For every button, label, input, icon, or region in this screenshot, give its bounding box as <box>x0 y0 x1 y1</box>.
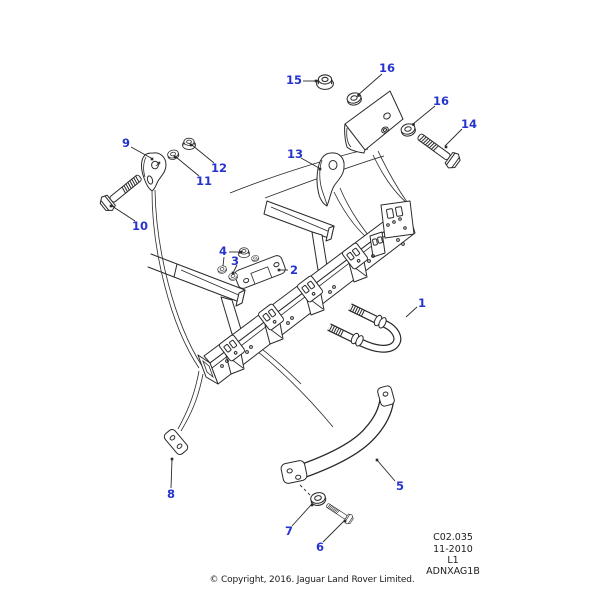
callout-15[interactable]: 15 <box>286 73 302 87</box>
upper-frame-lines <box>229 148 385 199</box>
part2-bracket-plate <box>234 255 286 289</box>
part4-flange-nut <box>237 247 260 263</box>
part12-flange-nut <box>182 137 196 150</box>
part13-bracket <box>316 152 345 207</box>
cable-lines <box>151 189 204 432</box>
part9-bracket <box>141 152 167 192</box>
drawing-date: 11-2010 <box>433 544 473 555</box>
part6-bolt <box>323 500 355 526</box>
callouts: 1 2 3 4 5 6 7 8 9 10 11 12 13 14 15 16 1… <box>122 61 477 554</box>
block-spacer <box>344 90 404 154</box>
drawing-code: C02.035 <box>433 532 473 543</box>
leader-lines <box>109 73 463 543</box>
rail-tab <box>218 242 369 362</box>
callout-5[interactable]: 5 <box>396 479 404 493</box>
drawing-ref-block: C02.035 11-2010 L1 ADNXAG1B <box>426 532 480 577</box>
callout-13[interactable]: 13 <box>287 147 303 161</box>
part5-support-arm <box>280 385 395 484</box>
callout-8[interactable]: 8 <box>167 487 175 501</box>
copyright-line: © Copyright, 2016. Jaguar Land Rover Lim… <box>209 575 414 585</box>
callout-9[interactable]: 9 <box>122 136 130 150</box>
drawing-ref: ADNXAG1B <box>426 566 480 577</box>
callout-16-top[interactable]: 16 <box>379 61 395 75</box>
callout-11[interactable]: 11 <box>196 174 212 188</box>
panel-curve <box>248 341 334 428</box>
callout-4[interactable]: 4 <box>219 244 227 258</box>
rail-rivet-holes <box>220 238 405 368</box>
callout-6[interactable]: 6 <box>316 540 324 554</box>
part1-u-bolt <box>327 303 402 353</box>
part15-flange-nut <box>316 74 334 90</box>
part10-bolt <box>97 169 146 214</box>
callout-7[interactable]: 7 <box>285 524 293 538</box>
callout-2[interactable]: 2 <box>290 263 298 277</box>
callout-14[interactable]: 14 <box>461 117 477 131</box>
drawing-sheet: L1 <box>447 555 458 566</box>
gusset-right <box>263 200 335 273</box>
frame-rail <box>197 200 416 385</box>
callout-3[interactable]: 3 <box>231 254 239 268</box>
callout-1[interactable]: 1 <box>418 296 426 310</box>
callout-10[interactable]: 10 <box>132 219 148 233</box>
callout-16-right[interactable]: 16 <box>433 94 449 108</box>
rail-end-bracket <box>369 200 415 258</box>
part8-link-plate <box>163 428 189 456</box>
callout-12[interactable]: 12 <box>211 161 227 175</box>
